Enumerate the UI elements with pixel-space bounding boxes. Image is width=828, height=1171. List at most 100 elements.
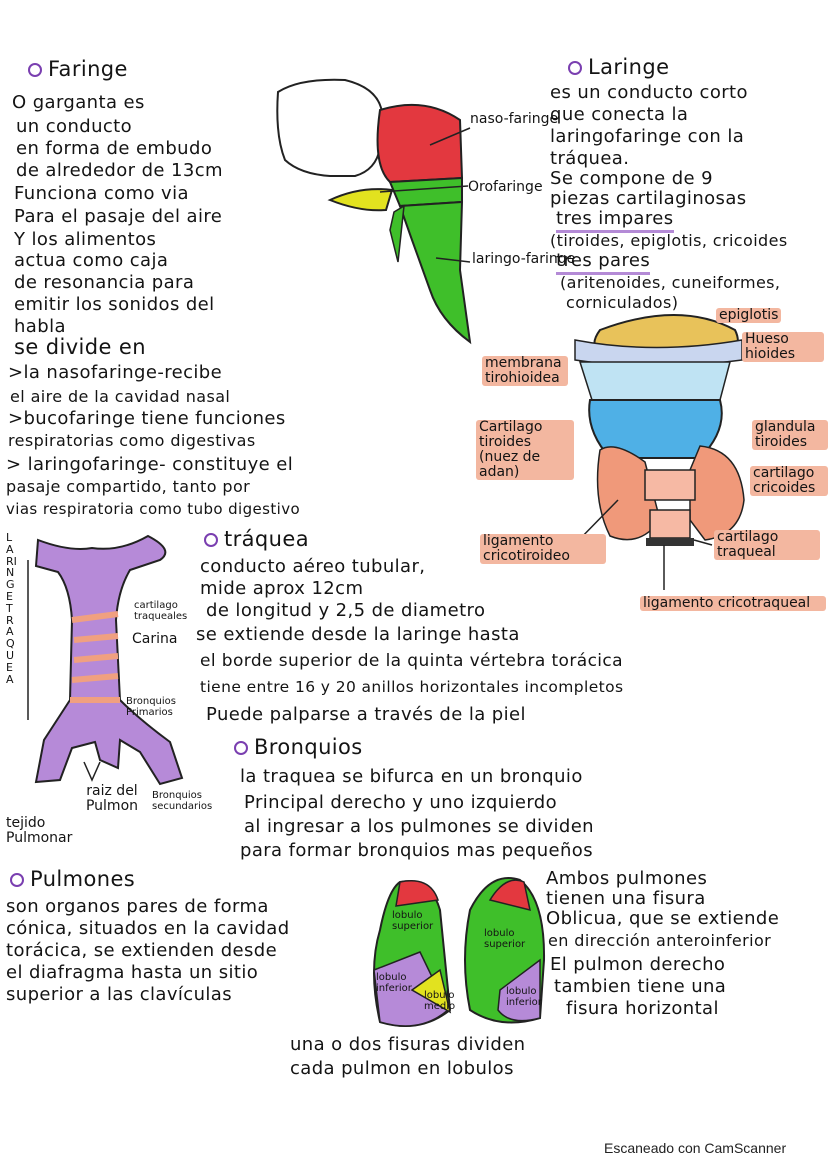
nasofaringe-label: naso-faringe <box>470 111 559 127</box>
laringe-line: (aritenoides, cuneiformes, <box>560 273 781 292</box>
left-lung-lower <box>497 958 541 1022</box>
traquea-line: el borde superior de la quinta vértebra … <box>200 651 623 671</box>
bullet-icon <box>568 61 582 75</box>
pulmones-right-line: tienen una fisura <box>546 888 706 909</box>
hueso-hioides-label: Hueso hioides <box>742 332 824 362</box>
laringe-line: Se compone de 9 <box>550 168 713 189</box>
laryngopharynx-region <box>398 200 472 345</box>
membrana-label: membrana tirohioidea <box>482 356 568 386</box>
pulmones-bottom-line: cada pulmon en lobulos <box>290 1058 514 1079</box>
traquea-line: tiene entre 16 y 20 anillos horizontales… <box>200 678 624 696</box>
faringe-line: habla <box>14 316 66 337</box>
pharynx-diagram <box>276 78 472 345</box>
pulmones-line: cónica, situados en la cavidad <box>6 918 290 939</box>
bronquios-line: al ingresar a los pulmones se dividen <box>244 816 594 837</box>
traquea-line: de longitud y 2,5 de diametro <box>206 600 486 621</box>
faringe-line: Para el pasaje del aire <box>14 206 223 227</box>
laringe-line: tres pares <box>556 250 651 275</box>
faringe-line: el aire de la cavidad nasal <box>10 387 231 406</box>
laringe-line: tres impares <box>556 208 674 233</box>
epiglottis-small <box>389 204 405 263</box>
bronquios-title: Bronquios <box>234 736 363 758</box>
laringe-title: Laringe <box>568 56 669 78</box>
traquea-line: se extiende desde la laringe hasta <box>196 624 520 645</box>
tejido-pulmonar-label: tejido Pulmonar <box>6 815 73 846</box>
lobulo-inferior-label: lobulo inferior <box>376 972 412 994</box>
traquea-title: tráquea <box>204 528 309 550</box>
laringe-line: laringofaringe con la <box>550 126 745 147</box>
bullet-icon <box>234 741 248 755</box>
lungs-diagram <box>373 877 546 1027</box>
trachea-diagram <box>27 534 184 786</box>
left-lung-apex <box>488 879 531 912</box>
faringe-line: pasaje compartido, tanto por <box>6 477 251 496</box>
ligamento-cricotraqueal-label: ligamento cricotraqueal <box>640 596 826 611</box>
right-lung-apex <box>395 880 439 907</box>
faringe-line: de resonancia para <box>14 272 195 293</box>
pulmones-bottom-line: una o dos fisuras dividen <box>290 1034 526 1055</box>
laringe-traquea-side-label: LARINGE TRAQUEA <box>6 531 17 686</box>
right-lung-middle <box>410 968 452 1014</box>
laringe-line: piezas cartilaginosas <box>550 188 747 209</box>
raiz-pulmon-label: raiz del Pulmon <box>85 783 139 814</box>
bullet-icon <box>10 873 24 887</box>
thyrohyoid-membrane <box>578 361 731 401</box>
pulmones-line: el diafragma hasta un sitio <box>6 962 259 983</box>
cartilago-traqueal-label: cartilago traqueal <box>714 530 820 560</box>
laringofaringe-label: laringo-faringe <box>472 251 576 267</box>
faringe-line: >bucofaringe tiene funciones <box>8 408 286 429</box>
bronquios-line: Principal derecho y uno izquierdo <box>244 792 558 813</box>
bronquios-primarios-label: Bronquios Primarios <box>126 696 176 718</box>
lobulo-inferior-label: lobulo inferior <box>506 986 542 1008</box>
cartilago-traqueales-label: cartilago traqueales <box>134 600 188 622</box>
laringe-line: que conecta la <box>550 104 689 125</box>
cartilago-tiroides-label: Cartilago tiroides (nuez de adan) <box>476 420 574 480</box>
pulmones-title: Pulmones <box>10 868 135 890</box>
faringe-line: de alrededor de 13cm <box>16 160 223 181</box>
bullet-icon <box>28 63 42 77</box>
laringe-line: (tiroides, epiglotis, cricoides <box>550 231 788 250</box>
faringe-line: O garganta es <box>12 92 145 113</box>
faringe-line: vias respiratoria como tubo digestivo <box>6 500 301 518</box>
trachea-shape <box>34 534 184 786</box>
bullet-icon <box>204 533 218 547</box>
pulmones-line: son organos pares de forma <box>6 896 269 917</box>
faringe-line: en forma de embudo <box>16 138 213 159</box>
tongue-shape <box>327 188 394 212</box>
laringe-line: corniculados) <box>566 293 679 312</box>
traquea-line: Puede palparse a través de la piel <box>206 704 526 725</box>
bronquios-line: para formar bronquios mas pequeños <box>240 840 593 861</box>
pharynx-outline <box>276 78 384 177</box>
faringe-title: Faringe <box>28 58 128 80</box>
scanner-watermark: Escaneado con CamScanner <box>604 1140 787 1156</box>
traquea-line: mide aprox 12cm <box>200 578 364 599</box>
cartilago-cricoides-label: cartilago cricoides <box>750 466 828 496</box>
faringe-line: Y los alimentos <box>14 229 157 250</box>
trachea-rings <box>649 509 691 539</box>
orofaringe-label: Orofaringe <box>468 179 543 195</box>
lobulo-superior-label: lobulo superior <box>392 910 434 932</box>
pulmones-right-line: en dirección anteroinferior <box>548 931 772 950</box>
epiglotis-label: epiglotis <box>716 308 782 323</box>
faringe-line: respiratorias como digestivas <box>8 431 256 450</box>
laringe-line: es un conducto corto <box>550 82 748 103</box>
ligamento-cricotiroideo-label: ligamento cricotiroideo <box>480 534 606 564</box>
thyroid-gland-right <box>689 445 745 541</box>
lobulo-superior-label: lobulo superior <box>484 928 526 950</box>
laringe-line: tráquea. <box>550 148 630 169</box>
faringe-line: >la nasofaringe-recibe <box>8 362 223 383</box>
lobulo-medio-label: lobulo medio <box>424 990 456 1012</box>
faringe-line: actua como caja <box>14 250 169 271</box>
pulmones-right-line: fisura horizontal <box>566 998 719 1019</box>
faringe-line: emitir los sonidos del <box>14 294 215 315</box>
pulmones-line: superior a las clavículas <box>6 984 232 1005</box>
faringe-line: Funciona como via <box>14 183 189 204</box>
pulmones-right-line: El pulmon derecho <box>550 954 726 975</box>
pulmones-right-line: Oblicua, que se extiende <box>546 908 780 929</box>
pulmones-right-line: tambien tiene una <box>554 976 727 997</box>
bronquios-line: la traquea se bifurca en un bronquio <box>240 766 583 787</box>
glandula-tiroides-label: glandula tiroides <box>752 420 828 450</box>
nasopharynx-region <box>376 103 464 184</box>
carina-label: Carina <box>132 631 178 647</box>
faringe-line: un conducto <box>16 116 133 137</box>
